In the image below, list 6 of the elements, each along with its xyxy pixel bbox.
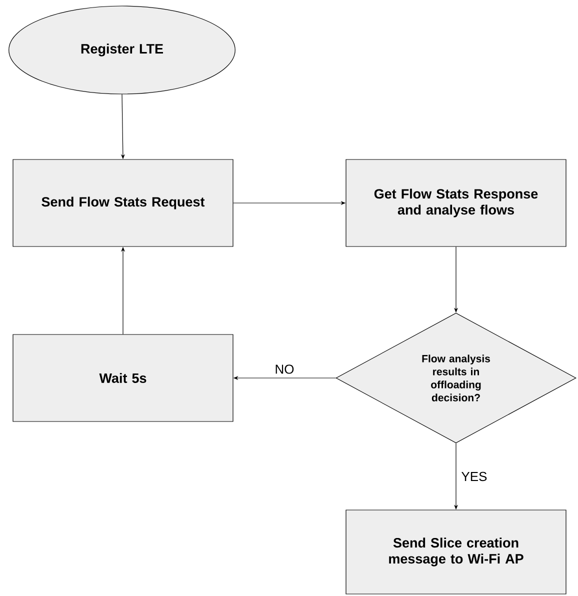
edge-label: YES (460, 470, 488, 482)
process-box: Send Slice creation message to Wi-Fi AP (346, 510, 566, 594)
process-box: Wait 5s (12, 334, 234, 422)
edge-label: NO (274, 364, 296, 375)
process-box: Send Flow Stats Request (12, 159, 234, 247)
process-box: Get Flow Stats Response and analyse flows (346, 159, 566, 247)
